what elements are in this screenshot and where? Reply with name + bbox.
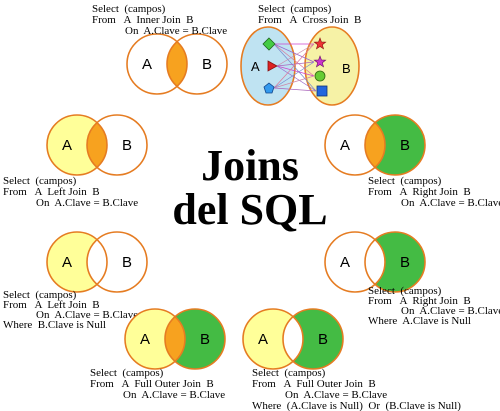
cross-link (273, 61, 315, 89)
square-icon (316, 85, 328, 97)
circle-a-outline (242, 308, 304, 370)
intersection-fill (365, 232, 385, 292)
circle-a-outline (46, 114, 108, 176)
title-line-1: Joins (201, 141, 299, 190)
caption-line: On A.Clave = B.Clave (252, 389, 387, 401)
caption-line: Select (campos) (368, 285, 442, 297)
caption-line: Where A.Clave is Null (368, 315, 471, 327)
intersection-fill (87, 115, 107, 175)
caption-line: On A.Clave = B.Clave (3, 197, 138, 209)
join-inner: A B Select (campos)From A Inner Join B On … (92, 3, 228, 95)
circle-b-outline (364, 231, 426, 293)
caption-line: On A.Clave = B.Clave (368, 305, 500, 317)
pentagon-icon (263, 82, 275, 94)
caption-line: On A.Clave = B.Clave (90, 389, 225, 401)
caption-line: On A.Clave = B.Clave (3, 309, 138, 321)
set-a-label: A (340, 137, 350, 154)
caption-line: From A Inner Join B (92, 14, 193, 26)
intersection-fill (87, 232, 107, 292)
cross-link (273, 43, 315, 89)
set-a-label: A (142, 56, 152, 73)
set-a-label: A (251, 59, 260, 74)
join-left-excl: A B Select (campos)From A Left Join B On A… (3, 231, 148, 331)
set-b-label: B (202, 56, 212, 73)
circle-a-outline (324, 114, 386, 176)
set-a-label: A (62, 137, 72, 154)
caption-line: From A Right Join B (368, 186, 471, 198)
circle-icon (314, 70, 326, 82)
caption-line: Select (campos) (3, 175, 77, 187)
circle-b-outline (164, 308, 226, 370)
set-b-label: B (122, 137, 132, 154)
cross-link (273, 43, 317, 92)
caption-line: From A Left Join B (3, 299, 100, 311)
intersection-fill (165, 309, 185, 369)
caption-line: Select (campos) (90, 367, 164, 379)
circle-a-outline (46, 231, 108, 293)
set-b-label: B (318, 331, 328, 348)
intersection-fill (365, 115, 385, 175)
cross-link (273, 43, 315, 77)
circle-a-outline (124, 308, 186, 370)
caption-line: Select (campos) (92, 3, 166, 15)
set-b-label: B (200, 331, 210, 348)
set-a-label: A (258, 331, 268, 348)
caption-line: Select (campos) (368, 175, 442, 187)
circle-a-outline (324, 231, 386, 293)
cross-link (273, 87, 317, 92)
join-left: A B Select (campos)From A Left Join B On A… (3, 114, 148, 209)
join-cross: A B Select (campos)From A Cross Join B (240, 3, 361, 106)
intersection-fill (283, 309, 303, 369)
circle-b-outline (282, 308, 344, 370)
caption-line: Where (A.Clave is Null) Or (B.Clave is N… (252, 400, 461, 411)
join-right: A B Select (campos)From A Right Join B On … (324, 114, 500, 209)
red-star-icon (313, 37, 327, 50)
caption-line: Select (campos) (3, 289, 77, 301)
set-b-label: B (400, 254, 410, 271)
cross-link (273, 75, 315, 89)
caption-line: Select (campos) (252, 367, 326, 379)
cross-link (276, 65, 315, 77)
set-a-label: A (340, 254, 350, 271)
caption-line: From A Full Outer Join B (90, 378, 214, 390)
set-a-label: A (140, 331, 150, 348)
intersection-fill (167, 34, 187, 94)
set-b-ellipse (304, 26, 360, 106)
set-a-label: A (62, 254, 72, 271)
circle-b-outline (86, 114, 148, 176)
join-right-excl: A B Select (campos)From A Right Join B On … (324, 231, 500, 327)
caption-line: On A.Clave = B.Clave (368, 197, 500, 209)
cross-link (276, 65, 317, 92)
set-b-label: B (400, 137, 410, 154)
diamond-icon (262, 37, 276, 51)
circle-b-outline (364, 114, 426, 176)
title-line-2: del SQL (172, 185, 327, 234)
set-b-label: B (342, 61, 351, 76)
join-full-excl: A B Select (campos)From A Full Outer Join … (242, 308, 461, 411)
triangle-icon (267, 60, 278, 72)
cross-link (276, 43, 315, 67)
caption-line: From A Right Join B (368, 295, 471, 307)
caption-line: From A Left Join B (3, 186, 100, 198)
caption-line: From A Full Outer Join B (252, 378, 376, 390)
join-full: A B Select (campos)From A Full Outer Join … (90, 308, 226, 401)
set-b-label: B (122, 254, 132, 271)
caption-line: On A.Clave = B.Clave (92, 25, 227, 37)
circle-a-outline (126, 33, 188, 95)
caption-line: Select (campos) (258, 3, 332, 15)
caption-line: Where B.Clave is Null (3, 319, 106, 331)
purple-star-icon (313, 55, 327, 68)
cross-link (273, 43, 315, 63)
circle-b-outline (166, 33, 228, 95)
caption-line: From A Cross Join B (258, 14, 361, 26)
circle-b-outline (86, 231, 148, 293)
